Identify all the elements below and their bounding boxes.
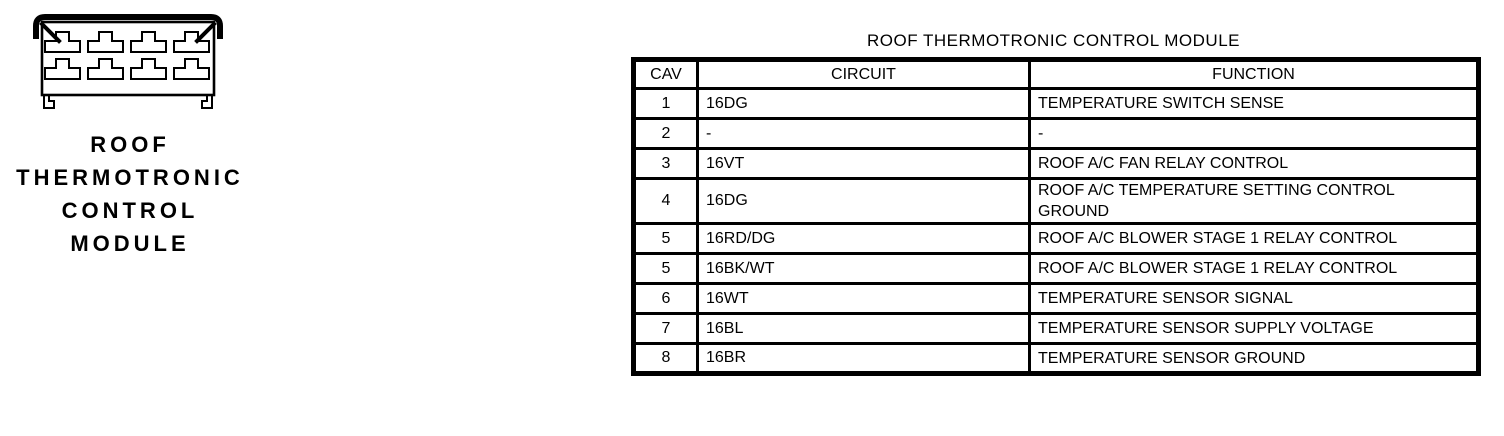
connector-diagram-icon (33, 14, 223, 109)
function-value: TEMPERATURE SWITCH SENSE (1028, 87, 1480, 120)
function-value: TEMPERATURE SENSOR GROUND (1028, 342, 1480, 375)
header-row: CAV CIRCUIT FUNCTION (632, 58, 1480, 90)
table-row: 5 16RD/DG ROOF A/C BLOWER STAGE 1 RELAY … (632, 222, 1480, 255)
cav-value: 1 (632, 87, 699, 120)
circuit-value: 16VT (696, 147, 1031, 180)
circuit-value: 16DG (696, 177, 1031, 225)
function-value: - (1028, 117, 1480, 150)
circuit-value: 16DG (696, 87, 1031, 120)
cav-value: 5 (632, 252, 699, 285)
header-function: FUNCTION (1028, 58, 1480, 90)
table-row: 1 16DG TEMPERATURE SWITCH SENSE (632, 87, 1480, 120)
cav-value: 3 (632, 147, 699, 180)
function-value: ROOF A/C TEMPERATURE SETTING CONTROL GRO… (1028, 177, 1480, 225)
cav-value: 5 (632, 222, 699, 255)
circuit-value: 16BK/WT (696, 252, 1031, 285)
table-row: 2 - - (632, 117, 1480, 150)
header-circuit: CIRCUIT (696, 58, 1031, 90)
header-cav: CAV (632, 58, 699, 90)
pinout-table: CAV CIRCUIT FUNCTION 1 16DG TEMPERATURE … (631, 57, 1481, 376)
cav-value: 8 (632, 342, 699, 375)
cav-value: 4 (632, 177, 699, 225)
function-value: TEMPERATURE SENSOR SIGNAL (1028, 282, 1480, 315)
function-value: ROOF A/C FAN RELAY CONTROL (1028, 147, 1480, 180)
cav-value: 6 (632, 282, 699, 315)
function-value: ROOF A/C BLOWER STAGE 1 RELAY CONTROL (1028, 222, 1480, 255)
table-row: 8 16BR TEMPERATURE SENSOR GROUND (632, 342, 1480, 375)
table-row: 5 16BK/WT ROOF A/C BLOWER STAGE 1 RELAY … (632, 252, 1480, 285)
table-row: 3 16VT ROOF A/C FAN RELAY CONTROL (632, 147, 1480, 180)
function-value: TEMPERATURE SENSOR SUPPLY VOLTAGE (1028, 312, 1480, 345)
table-row: 7 16BL TEMPERATURE SENSOR SUPPLY VOLTAGE (632, 312, 1480, 345)
table-row: 6 16WT TEMPERATURE SENSOR SIGNAL (632, 282, 1480, 315)
circuit-value: 16WT (696, 282, 1031, 315)
table-row: 4 16DG ROOF A/C TEMPERATURE SETTING CONT… (632, 177, 1480, 225)
table-title: ROOF THERMOTRONIC CONTROL MODULE (866, 31, 1240, 50)
circuit-value: 16RD/DG (696, 222, 1031, 255)
circuit-value: - (696, 117, 1031, 150)
function-value: ROOF A/C BLOWER STAGE 1 RELAY CONTROL (1028, 252, 1480, 285)
circuit-value: 16BL (696, 312, 1031, 345)
cav-value: 2 (632, 117, 699, 150)
circuit-value: 16BR (696, 342, 1031, 375)
cav-value: 7 (632, 312, 699, 345)
module-label: ROOF THERMOTRONIC CONTROL MODULE (16, 132, 244, 256)
